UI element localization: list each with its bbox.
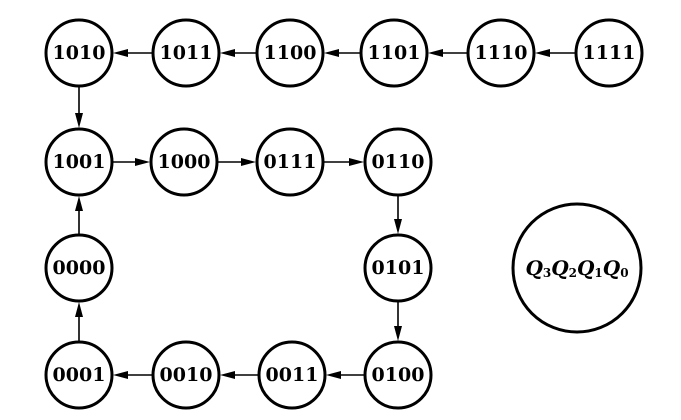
state-node-0011: 0011 (257, 340, 327, 410)
arrow-head (535, 49, 550, 57)
state-label: 0111 (264, 151, 317, 173)
arrow-head (428, 49, 443, 57)
transition-arrow (428, 49, 467, 57)
state-node-1100: 1100 (255, 18, 325, 88)
state-circle (44, 340, 114, 410)
state-circle (255, 18, 325, 88)
state-label: 1001 (53, 151, 106, 173)
arrow-head (394, 219, 402, 234)
arrow-head (75, 196, 83, 211)
transition-arrow (75, 196, 83, 234)
transition-arrow (324, 49, 360, 57)
state-label: 1010 (53, 42, 106, 64)
arrow-head (326, 371, 341, 379)
transition-arrow (326, 371, 364, 379)
state-node-1001: 1001 (44, 127, 114, 197)
state-circle (151, 340, 221, 410)
state-label: 1000 (158, 151, 211, 173)
arrow-head (324, 49, 339, 57)
state-circle (149, 127, 219, 197)
transition-arrow (220, 371, 258, 379)
state-node-0100: 0100 (363, 340, 433, 410)
state-node-1111: 1111 (574, 18, 644, 88)
state-node-1011: 1011 (151, 18, 221, 88)
state-label: 0001 (53, 364, 106, 386)
arrow-head (394, 326, 402, 341)
state-circle (574, 18, 644, 88)
state-label: 1011 (160, 42, 213, 64)
arrow-head (349, 158, 364, 166)
transition-arrow (535, 49, 575, 57)
transitions-layer (75, 49, 575, 379)
legend-label: Q3Q2Q1Q0 (525, 256, 628, 280)
arrow-head (75, 302, 83, 317)
state-circle (44, 18, 114, 88)
state-node-0010: 0010 (151, 340, 221, 410)
transition-arrow (220, 49, 256, 57)
state-circle (151, 18, 221, 88)
state-circle (363, 340, 433, 410)
state-node-1000: 1000 (149, 127, 219, 197)
transition-arrow (113, 49, 152, 57)
state-node-1010: 1010 (44, 18, 114, 88)
state-node-1110: 1110 (466, 18, 536, 88)
state-label: 0100 (372, 364, 425, 386)
transition-arrow (218, 158, 256, 166)
state-circle (359, 18, 429, 88)
transition-arrow (113, 371, 152, 379)
arrow-head (113, 371, 128, 379)
legend-q0-letter: Q (603, 256, 621, 280)
state-circle (466, 18, 536, 88)
state-label: 1110 (475, 42, 528, 64)
state-circle (257, 340, 327, 410)
transition-arrow (75, 87, 83, 128)
legend-q3-letter: Q (525, 256, 543, 280)
state-label: 1111 (583, 42, 636, 64)
state-node-0111: 0111 (255, 127, 325, 197)
legend-q2-letter: Q (551, 256, 569, 280)
state-node-0001: 0001 (44, 340, 114, 410)
state-circle (363, 233, 433, 303)
arrow-head (75, 113, 83, 128)
state-circle (44, 127, 114, 197)
transition-arrow (113, 158, 150, 166)
state-label: 1101 (368, 42, 421, 64)
arrow-head (220, 371, 235, 379)
state-node-0110: 0110 (363, 127, 433, 197)
state-label: 0110 (372, 151, 425, 173)
state-node-0101: 0101 (363, 233, 433, 303)
state-label: 0101 (372, 257, 425, 279)
arrow-head (113, 49, 128, 57)
state-label: 0010 (160, 364, 213, 386)
state-label: 1100 (264, 42, 317, 64)
arrow-head (220, 49, 235, 57)
transition-arrow (75, 302, 83, 341)
state-label: 0011 (266, 364, 319, 386)
state-node-0000: 0000 (44, 233, 114, 303)
legend: Q3Q2Q1Q0 (511, 202, 643, 334)
legend-q1-sub: 1 (594, 266, 602, 280)
state-label: 0000 (53, 257, 106, 279)
legend-q1-letter: Q (577, 256, 595, 280)
arrow-head (135, 158, 150, 166)
state-circle (44, 233, 114, 303)
transition-arrow (394, 302, 402, 341)
state-circle (255, 127, 325, 197)
legend-q2-sub: 2 (569, 266, 577, 280)
transition-arrow (394, 196, 402, 234)
state-node-1101: 1101 (359, 18, 429, 88)
transition-arrow (324, 158, 364, 166)
legend-circle (511, 202, 643, 334)
legend-q3-sub: 3 (543, 266, 551, 280)
arrow-head (241, 158, 256, 166)
legend-q0-sub: 0 (620, 266, 628, 280)
state-circle (363, 127, 433, 197)
